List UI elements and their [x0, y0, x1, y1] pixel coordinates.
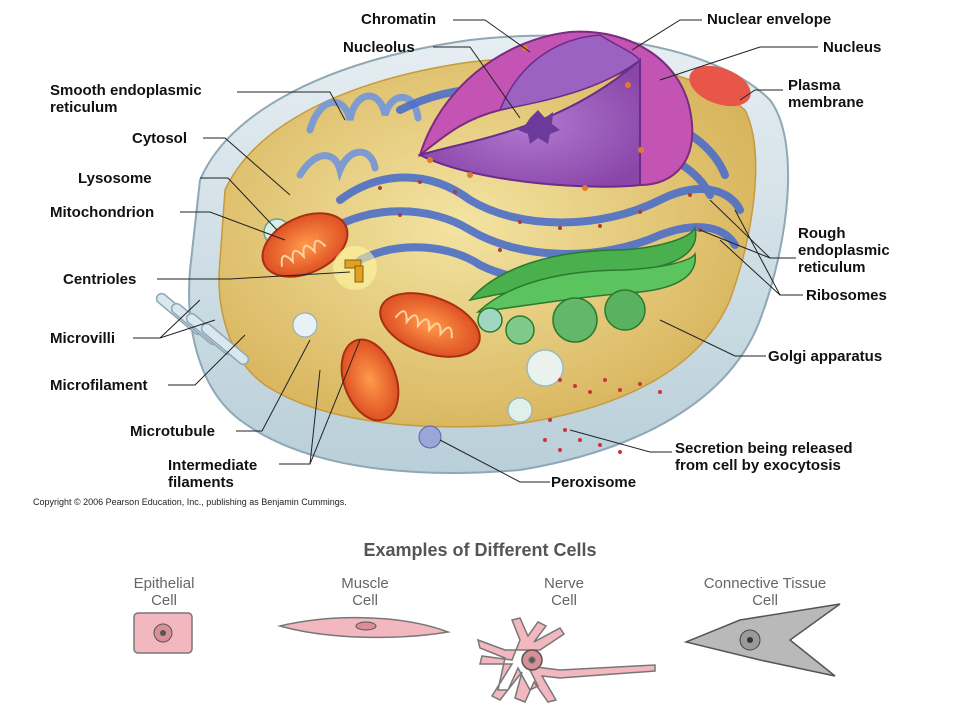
example-muscle-line1: Muscle — [341, 575, 389, 592]
secretion-dots — [543, 378, 662, 454]
leader-lines — [133, 19, 818, 483]
example-epithelial-line2: Cell — [151, 592, 177, 609]
nucleolus-shape — [518, 110, 560, 144]
smooth-er-shape — [296, 92, 422, 182]
label-intermediate-filaments-line1: Intermediate — [168, 457, 258, 474]
nuclear-envelope-shape — [417, 57, 641, 188]
vesicle-shape — [689, 65, 751, 107]
label-microtubule: Microtubule — [130, 423, 215, 440]
example-muscle-label: Muscle Cell — [305, 575, 425, 609]
label-rough-er-line3: reticulum — [798, 259, 866, 276]
label-secretion-line1: Secretion being released — [675, 440, 853, 457]
label-mitochondrion: Mitochondrion — [50, 204, 155, 221]
label-microvilli: Microvilli — [50, 330, 116, 347]
label-peroxisome: Peroxisome — [551, 474, 637, 491]
label-intermediate-filaments: Intermediate filaments — [168, 457, 257, 491]
label-secretion-line2: from cell by exocytosis — [675, 457, 841, 474]
mitochondrion-shape — [261, 212, 481, 422]
centriole-shape — [333, 246, 377, 290]
label-smooth-er-line2: reticulum — [50, 99, 118, 116]
label-plasma-membrane-line2: membrane — [788, 94, 864, 111]
nerve-cell-shape — [476, 617, 656, 703]
label-lysosome: Lysosome — [78, 170, 152, 187]
label-intermediate-filaments-line2: filaments — [168, 474, 234, 491]
label-ribosomes: Ribosomes — [806, 287, 887, 304]
label-smooth-er: Smooth endoplasmic reticulum — [50, 82, 202, 116]
label-cytosol: Cytosol — [132, 130, 188, 147]
examples-title: Examples of Different Cells — [363, 540, 597, 560]
label-secretion: Secretion being released from cell by ex… — [675, 440, 853, 474]
label-rough-er-line1: Rough — [798, 225, 846, 242]
example-nerve-line2: Cell — [551, 592, 577, 609]
label-plasma-membrane: Plasma membrane — [788, 77, 864, 111]
peroxisome-shape — [418, 425, 442, 449]
label-nucleolus: Nucleolus — [343, 39, 415, 56]
golgi-shape — [468, 225, 697, 387]
muscle-cell-shape — [277, 616, 451, 639]
copyright-text: Copyright © 2006 Pearson Education, Inc.… — [33, 497, 347, 507]
microvilli-shape — [155, 292, 250, 366]
example-connective-line1: Connective Tissue — [703, 575, 827, 592]
label-rough-er-line2: endoplasmic — [798, 242, 890, 259]
label-nucleus: Nucleus — [823, 39, 882, 56]
label-plasma-membrane-line1: Plasma — [788, 77, 841, 94]
label-chromatin: Chromatin — [361, 11, 436, 28]
example-nerve-label: Nerve Cell — [504, 575, 624, 609]
example-muscle-line2: Cell — [352, 592, 378, 609]
example-epithelial-line1: Epithelial — [133, 575, 195, 592]
example-nerve-line1: Nerve — [543, 575, 584, 592]
label-microfilament: Microfilament — [50, 377, 148, 394]
connective-tissue-cell-shape — [683, 603, 841, 677]
label-nuclear-envelope: Nuclear envelope — [707, 11, 832, 28]
example-connective-line2: Cell — [752, 592, 778, 609]
label-rough-er: Rough endoplasmic reticulum — [798, 225, 890, 276]
label-smooth-er-line1: Smooth endoplasmic — [50, 82, 202, 99]
example-epithelial-label: Epithelial Cell — [104, 575, 224, 609]
epithelial-cell-shape — [133, 612, 193, 654]
label-golgi: Golgi apparatus — [768, 348, 883, 365]
label-centrioles: Centrioles — [63, 271, 137, 288]
example-connective-label: Connective Tissue Cell — [670, 575, 860, 609]
